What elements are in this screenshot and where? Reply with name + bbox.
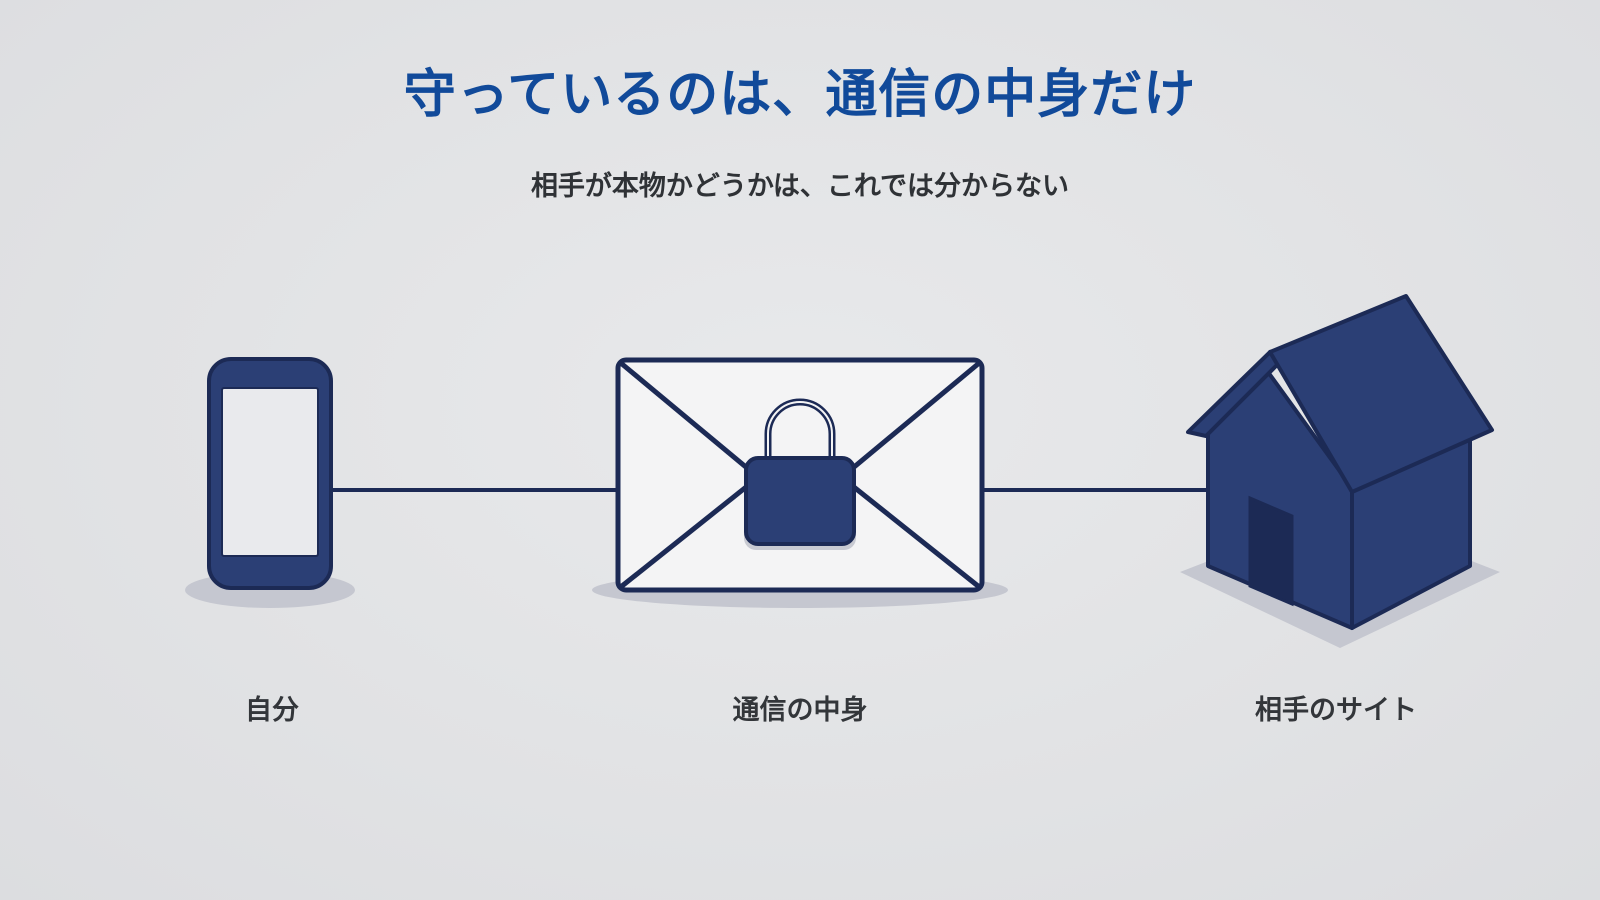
locked-envelope-icon — [592, 357, 1008, 608]
node-label-site: 相手のサイト — [1255, 695, 1417, 726]
house-icon — [1180, 294, 1500, 648]
node-label-self: 自分 — [245, 695, 299, 726]
slide-title: 守っているのは、通信の中身だけ — [403, 65, 1197, 125]
padlock-icon — [744, 398, 856, 550]
smartphone-icon — [185, 357, 355, 608]
slide-subtitle: 相手が本物かどうかは、これでは分からない — [530, 171, 1070, 202]
node-label-content: 通信の中身 — [732, 695, 868, 726]
